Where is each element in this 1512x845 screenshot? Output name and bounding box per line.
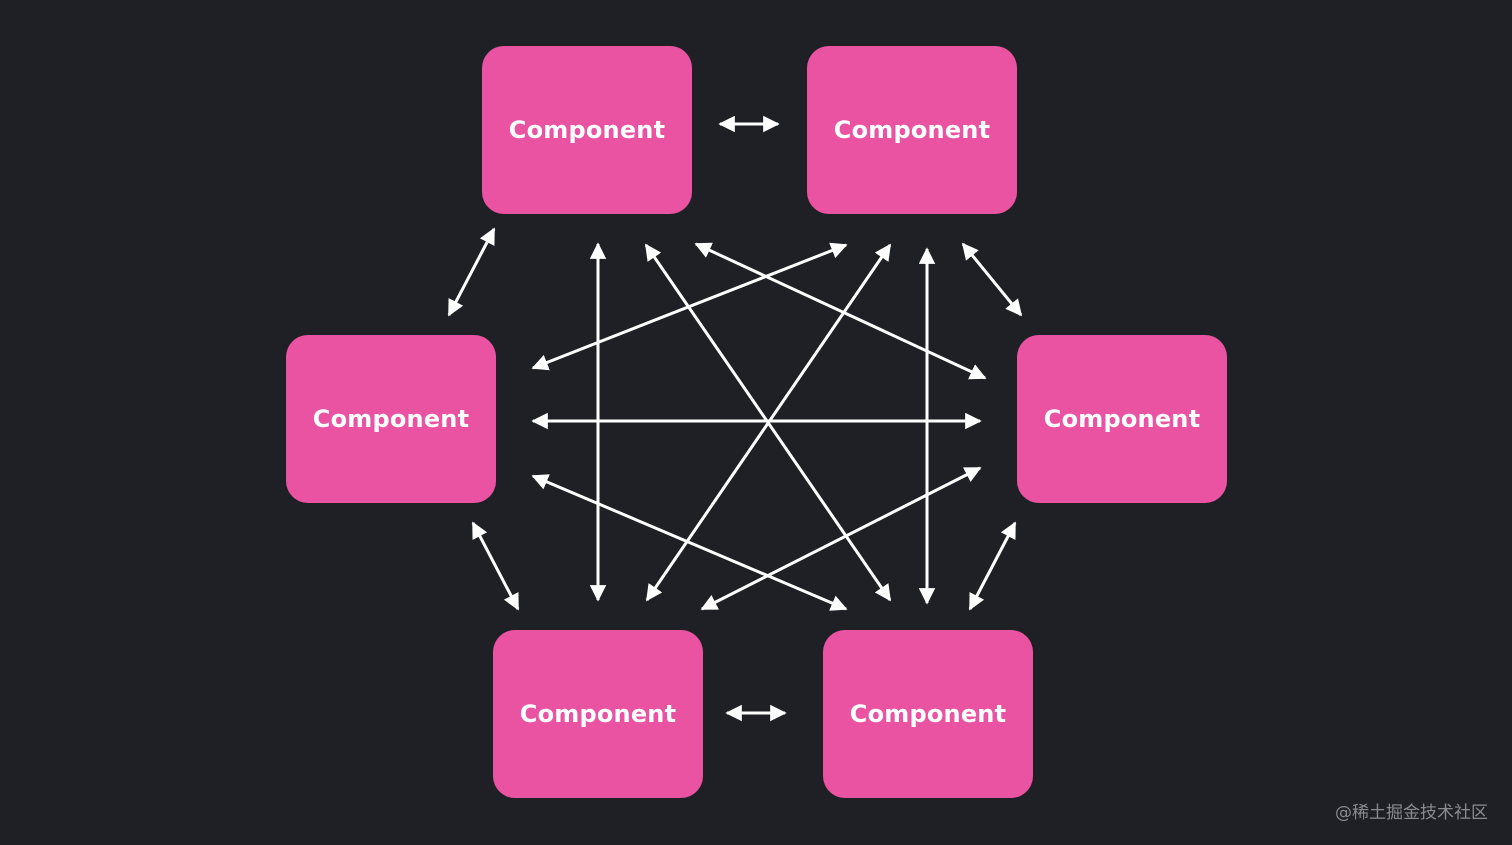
component-node-top-left: Component <box>482 46 692 214</box>
arrow-mid-left-to-bot-left <box>471 521 520 611</box>
arrow-top-left-to-mid-right <box>694 242 987 380</box>
component-label: Component <box>312 405 470 433</box>
component-label: Component <box>508 116 666 144</box>
arrow-top-left-to-mid-left <box>447 227 496 317</box>
arrow-mid-right-to-bot-left <box>700 466 982 611</box>
arrow-mid-right-to-bot-right <box>968 521 1017 611</box>
arrow-top-right-to-mid-right <box>961 242 1023 317</box>
component-label: Component <box>1043 405 1201 433</box>
watermark: @稀土掘金技术社区 <box>1335 803 1488 823</box>
component-node-bottom-left: Component <box>493 630 703 798</box>
component-label: Component <box>519 700 677 728</box>
component-node-mid-left: Component <box>286 335 496 503</box>
component-node-bottom-right: Component <box>823 630 1033 798</box>
arrow-top-right-to-mid-left <box>531 242 848 371</box>
component-node-top-right: Component <box>807 46 1017 214</box>
arrow-mid-left-to-bot-right <box>531 474 848 611</box>
component-label: Component <box>849 700 1007 728</box>
component-label: Component <box>833 116 991 144</box>
component-node-mid-right: Component <box>1017 335 1227 503</box>
